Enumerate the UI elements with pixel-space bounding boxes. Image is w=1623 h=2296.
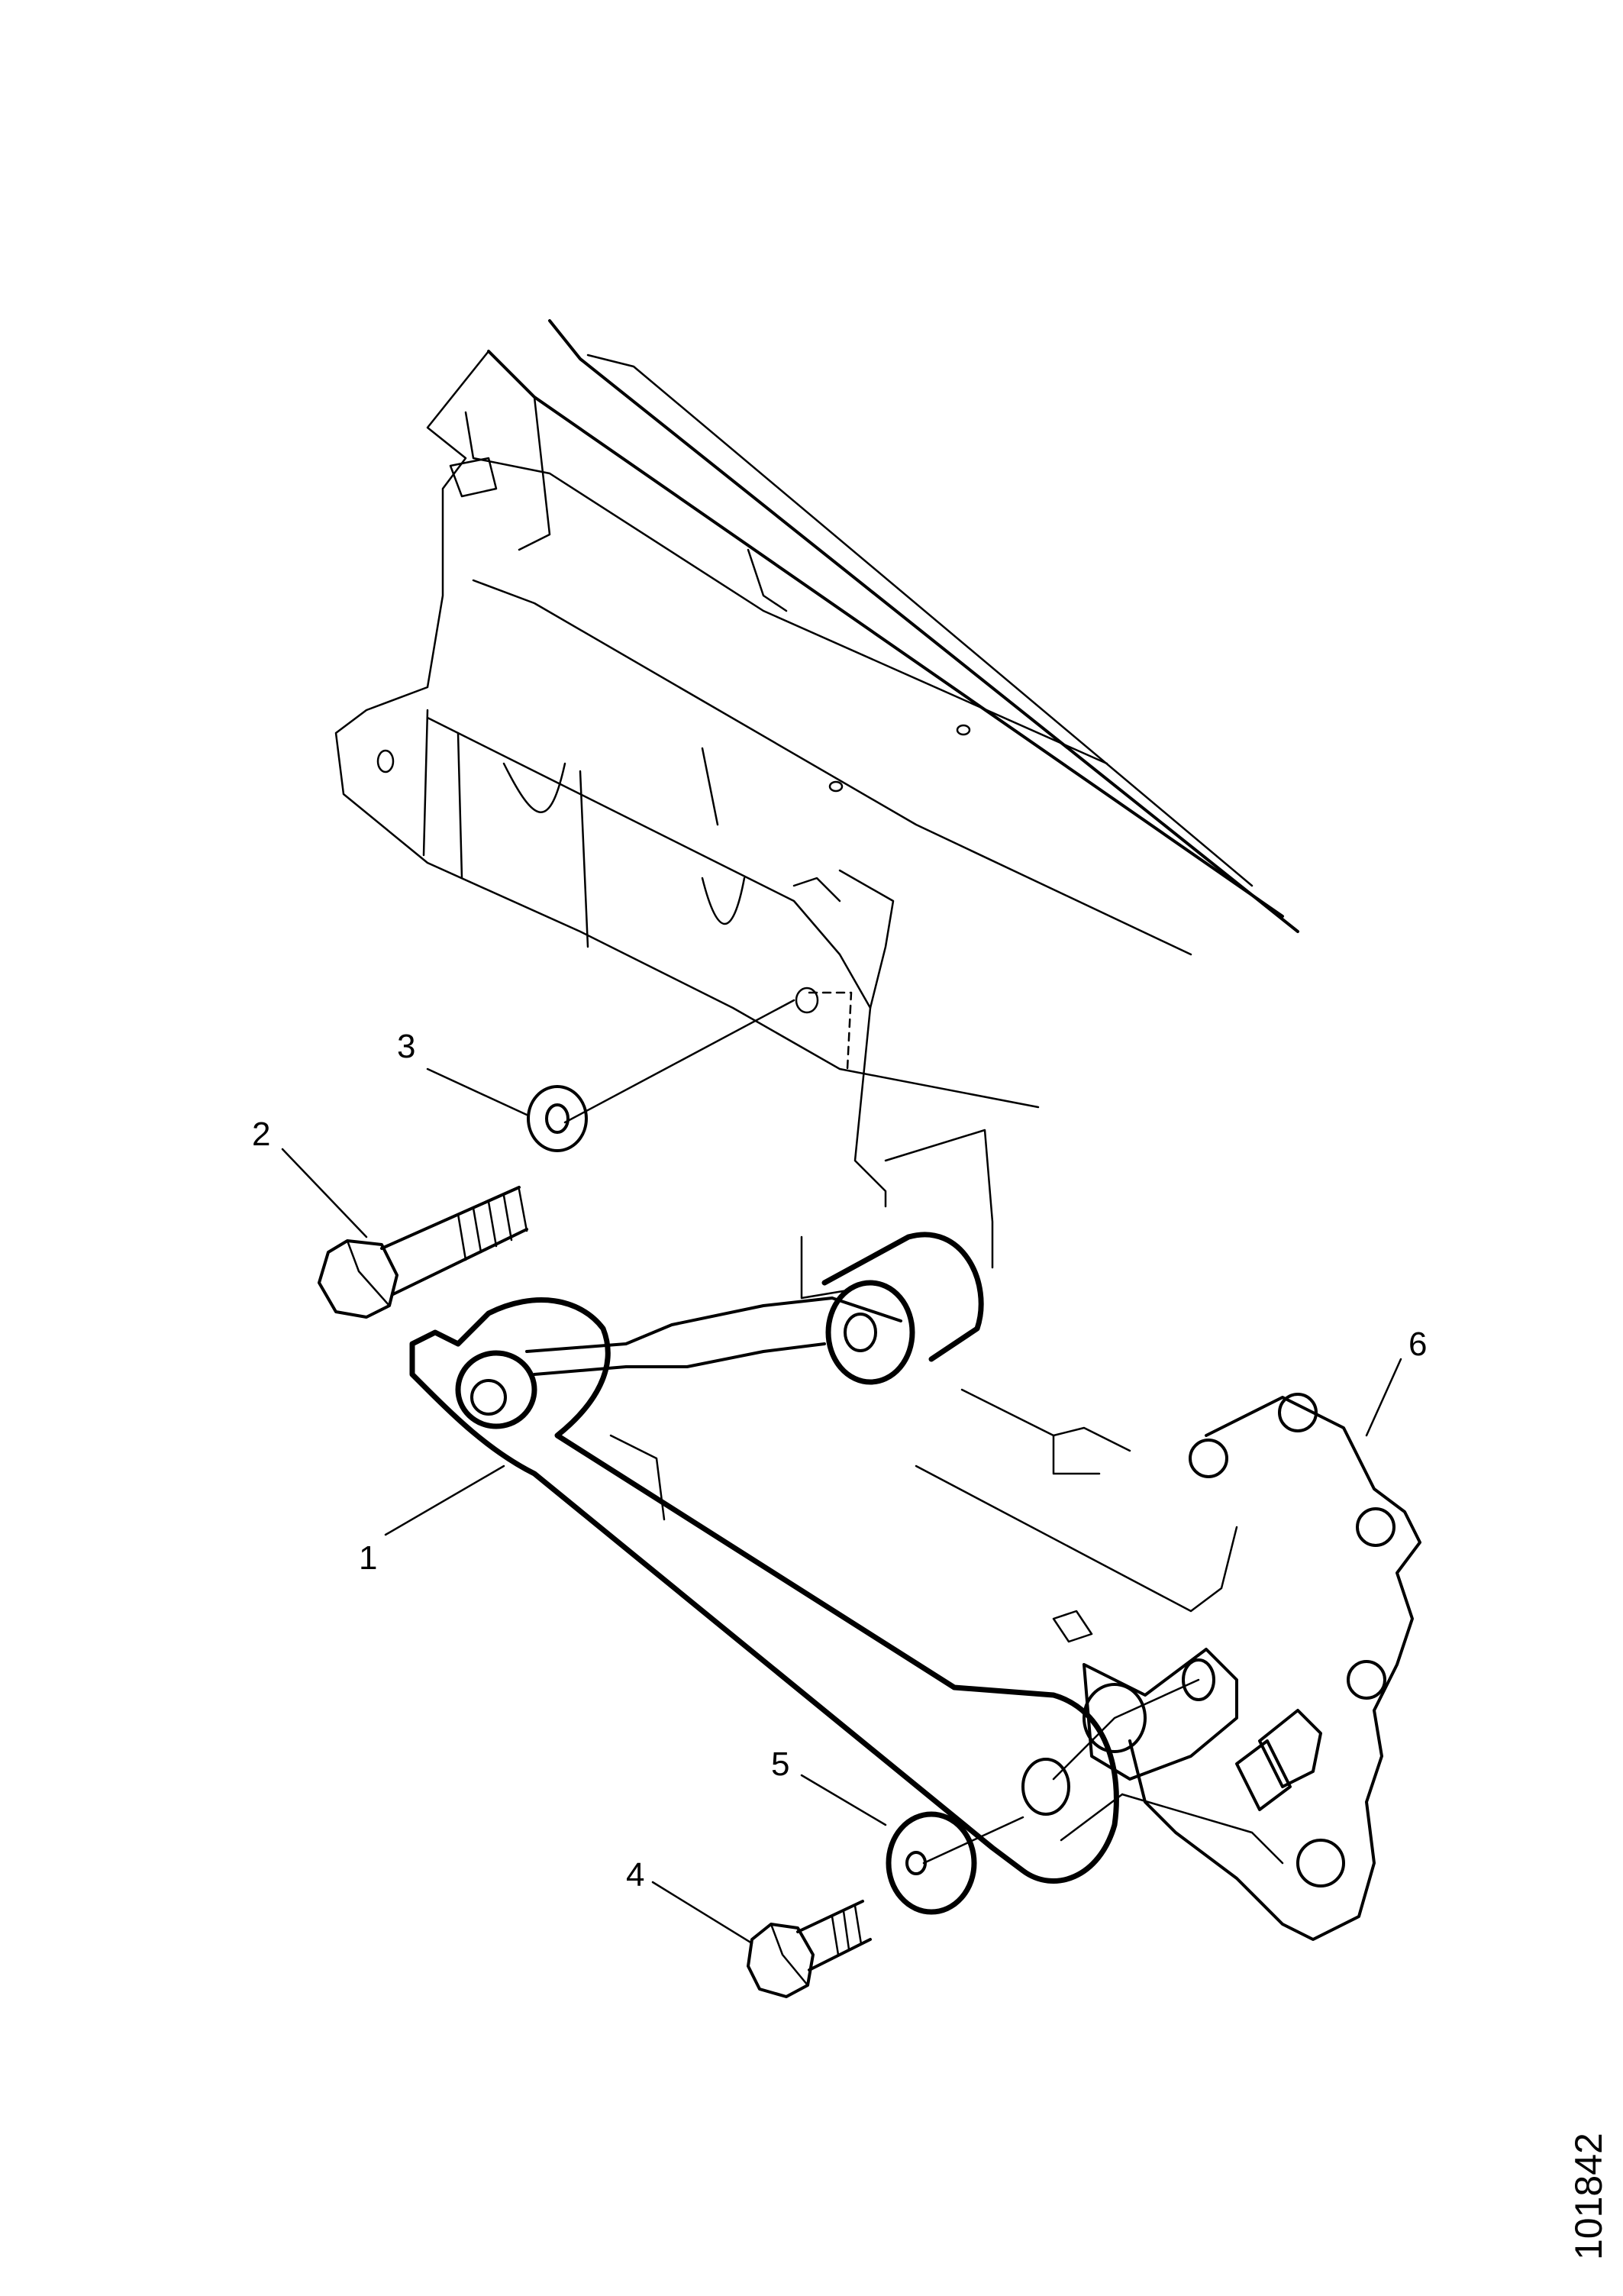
figure-number: 101842 bbox=[1567, 2133, 1610, 2260]
link-strap bbox=[525, 1297, 834, 1353]
callout-2: 2 bbox=[252, 1116, 270, 1153]
callout-1: 1 bbox=[359, 1539, 377, 1577]
bracket-6 bbox=[915, 1388, 1421, 1941]
bolt-4 bbox=[747, 1900, 872, 1998]
frame-bush bbox=[821, 1232, 984, 1385]
chassis-frame bbox=[334, 319, 1299, 1300]
washer-3 bbox=[527, 1085, 588, 1152]
lever-1 bbox=[409, 1297, 1119, 1884]
leader-lines bbox=[281, 1067, 1402, 1945]
washer-axis-line bbox=[922, 1816, 1024, 1865]
bolt-2 bbox=[318, 1186, 528, 1319]
callout-3: 3 bbox=[397, 1028, 415, 1065]
callout-5: 5 bbox=[771, 1745, 789, 1783]
hidden-edge-line bbox=[808, 991, 853, 1070]
callout-6: 6 bbox=[1408, 1326, 1427, 1363]
bolt-axis-line bbox=[563, 999, 795, 1124]
callout-4: 4 bbox=[626, 1856, 644, 1894]
link-strap-lower bbox=[533, 1342, 826, 1376]
washer-5 bbox=[886, 1811, 977, 1915]
